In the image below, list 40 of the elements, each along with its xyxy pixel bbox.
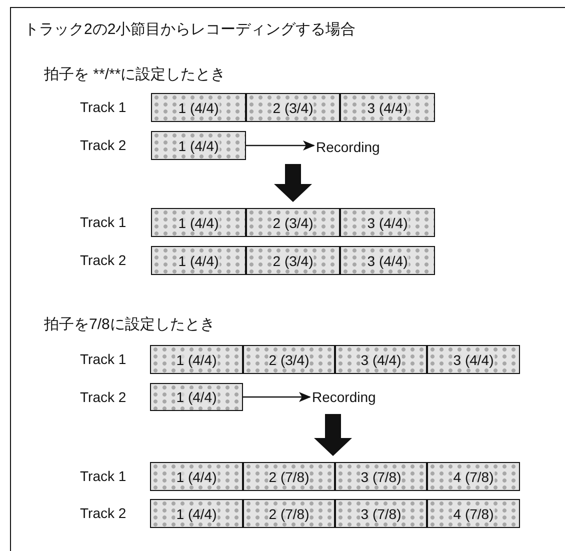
block-arrow (274, 164, 312, 202)
track-label: Track 2 (80, 137, 126, 153)
recording-label: Recording (316, 136, 380, 158)
arrow (243, 392, 311, 402)
track-label: Track 1 (80, 99, 126, 115)
measure-block: 1 (4/4) (151, 93, 246, 122)
measure-block: 1 (4/4) (151, 208, 246, 237)
measure-block: 3 (4/4) (340, 246, 435, 275)
section-heading: 拍子を **/**に設定したとき (44, 65, 226, 84)
measure-block: 3 (7/8) (335, 462, 427, 491)
track-label: Track 1 (80, 351, 126, 367)
track-label: Track 2 (80, 505, 126, 521)
measure-block: 3 (4/4) (340, 208, 435, 237)
measure-block: 3 (7/8) (335, 499, 427, 528)
measure-block: 3 (4/4) (340, 93, 435, 122)
arrow (246, 140, 315, 150)
measure-block: 2 (3/4) (243, 345, 335, 374)
block-arrow (314, 414, 352, 456)
track-label: Track 1 (80, 214, 126, 230)
measure-block: 4 (7/8) (427, 499, 520, 528)
measure-block: 1 (4/4) (150, 345, 243, 374)
track-label: Track 2 (80, 389, 126, 405)
recording-label: Recording (312, 386, 376, 408)
measure-block: 3 (4/4) (335, 345, 427, 374)
measure-block: 2 (3/4) (246, 93, 340, 122)
measure-block: 1 (4/4) (150, 383, 243, 411)
measure-block: 2 (3/4) (246, 246, 340, 275)
measure-block: 1 (4/4) (150, 462, 243, 491)
measure-block: 4 (7/8) (427, 462, 520, 491)
measure-block: 2 (7/8) (243, 499, 335, 528)
measure-block: 1 (4/4) (151, 246, 246, 275)
track-label: Track 1 (80, 468, 126, 484)
measure-block: 3 (4/4) (427, 345, 520, 374)
measure-block: 1 (4/4) (151, 131, 246, 160)
measure-block: 1 (4/4) (150, 499, 243, 528)
section-heading: 拍子を7/8に設定したとき (44, 315, 215, 334)
title: トラック2の2小節目からレコーディングする場合 (24, 20, 356, 39)
measure-block: 2 (7/8) (243, 462, 335, 491)
measure-block: 2 (3/4) (246, 208, 340, 237)
track-label: Track 2 (80, 252, 126, 268)
